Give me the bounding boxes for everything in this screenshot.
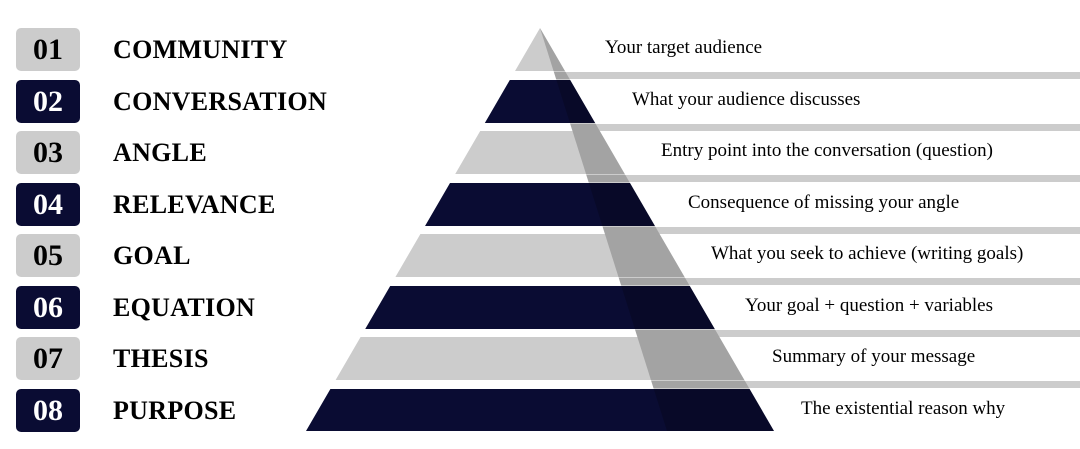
level-label: COMMUNITY [113, 34, 288, 64]
level-label: THESIS [113, 343, 209, 373]
pyramid-shadow [540, 28, 774, 431]
level-description: Summary of your message [772, 345, 976, 367]
pyramid-band [425, 183, 655, 226]
pyramid-band [306, 389, 774, 431]
level-number-badge: 01 [16, 28, 80, 71]
separator-line [651, 381, 1080, 388]
level-description: Entry point into the conversation (quest… [661, 139, 993, 161]
level-label: PURPOSE [113, 395, 237, 425]
separator-line [635, 330, 1080, 337]
level-label: RELEVANCE [113, 189, 276, 219]
separator-line [586, 175, 1080, 182]
separator-line [618, 278, 1080, 285]
level-description: Your target audience [605, 36, 763, 58]
pyramid-band [395, 234, 685, 277]
level-number-badge: 05 [16, 234, 80, 277]
level-label: EQUATION [113, 292, 256, 322]
level-description: Your goal + question + variables [745, 294, 994, 316]
pyramid-band [335, 337, 745, 380]
pyramid-band [455, 131, 625, 174]
level-number-badge: 02 [16, 80, 80, 123]
level-number-badge: 03 [16, 131, 80, 174]
pyramid-band [484, 80, 596, 123]
level-description: Consequence of missing your angle [688, 191, 960, 213]
level-number-badge: 04 [16, 183, 80, 226]
level-label: ANGLE [113, 137, 207, 167]
level-label: CONVERSATION [113, 86, 328, 116]
separator-line [602, 227, 1080, 234]
level-number-badge: 07 [16, 337, 80, 380]
separator-line [570, 124, 1080, 131]
level-description: What your audience discusses [632, 88, 861, 110]
pyramid-band [515, 28, 565, 71]
level-label: GOAL [113, 240, 191, 270]
pyramid-band [365, 286, 715, 329]
level-number-badge: 06 [16, 286, 80, 329]
separator-line [553, 72, 1080, 79]
level-description: The existential reason why [801, 397, 1006, 419]
level-description: What you seek to achieve (writing goals) [711, 242, 1024, 264]
level-number-badge: 08 [16, 389, 80, 432]
